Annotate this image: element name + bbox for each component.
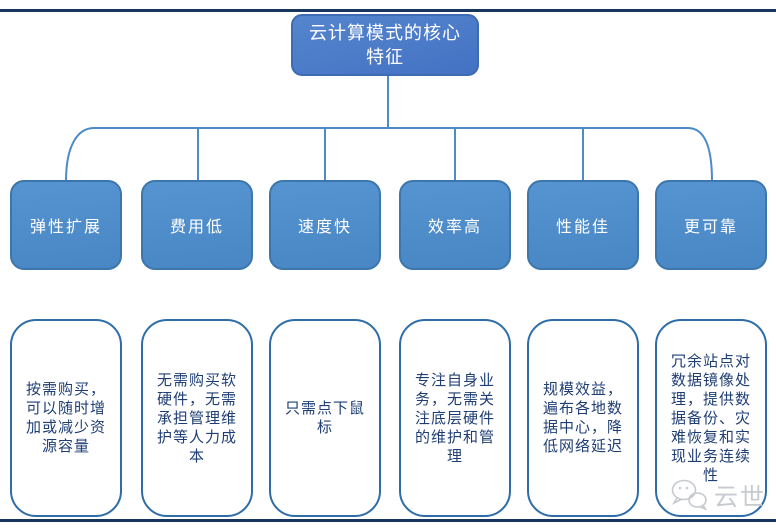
root-label-line-2: 特征 (366, 47, 404, 67)
bottom-divider (0, 519, 776, 522)
branch-node-more-reliable: 更可靠 (655, 180, 767, 270)
leaf-text: 规模效益，遍布各地数据中心，降低网络延迟 (542, 381, 623, 455)
connector-drop-branch-6 (687, 127, 713, 182)
branch-node-fast-speed: 速度快 (269, 180, 381, 270)
branch-node-high-efficiency: 效率高 (399, 180, 511, 270)
branch-label: 更可靠 (683, 219, 738, 236)
leaf-text: 只需点下鼠标 (284, 400, 365, 436)
leaf-description-more-reliable: 冗余站点对数据镜像处理，提供数据备份、灾难恢复和实现业务连续性 (655, 319, 767, 517)
root-node: 云计算模式的核心 特征 (291, 14, 479, 76)
leaf-description-good-performance: 规模效益，遍布各地数据中心，降低网络延迟 (527, 319, 639, 517)
branch-label: 费用低 (169, 219, 224, 236)
branch-label: 弹性扩展 (29, 219, 102, 236)
watermark-logo: 云世 (670, 476, 764, 512)
wechat-bubbles-icon (671, 479, 708, 510)
leaf-text: 冗余站点对数据镜像处理，提供数据备份、灾难恢复和实现业务连续性 (670, 352, 751, 484)
branch-node-good-performance: 性能佳 (527, 180, 639, 270)
leaf-description-high-efficiency: 专注自身业务，无需关注底层硬件的维护和管理 (399, 319, 511, 517)
leaf-text: 专注自身业务，无需关注底层硬件的维护和管理 (414, 371, 495, 465)
branch-label: 速度快 (297, 219, 352, 236)
branch-node-low-cost: 费用低 (141, 180, 253, 270)
leaf-description-low-cost: 无需购买软硬件，无需承担管理维护等人力成本 (141, 319, 253, 517)
leaf-text: 按需购买，可以随时增加或减少资源容量 (25, 381, 106, 455)
leaf-description-elastic-expansion: 按需购买，可以随时增加或减少资源容量 (10, 319, 122, 517)
watermark-text: 云世 (714, 483, 766, 511)
leaf-text: 无需购买软硬件，无需承担管理维护等人力成本 (156, 371, 237, 465)
branch-node-elastic-expansion: 弹性扩展 (10, 180, 122, 270)
top-divider (0, 9, 776, 12)
connector-drop-branch-1 (65, 127, 95, 182)
root-label-line-1: 云计算模式的核心 (309, 23, 461, 43)
branch-label: 性能佳 (555, 219, 610, 236)
branch-label: 效率高 (427, 219, 482, 236)
leaf-description-fast-speed: 只需点下鼠标 (269, 319, 381, 517)
